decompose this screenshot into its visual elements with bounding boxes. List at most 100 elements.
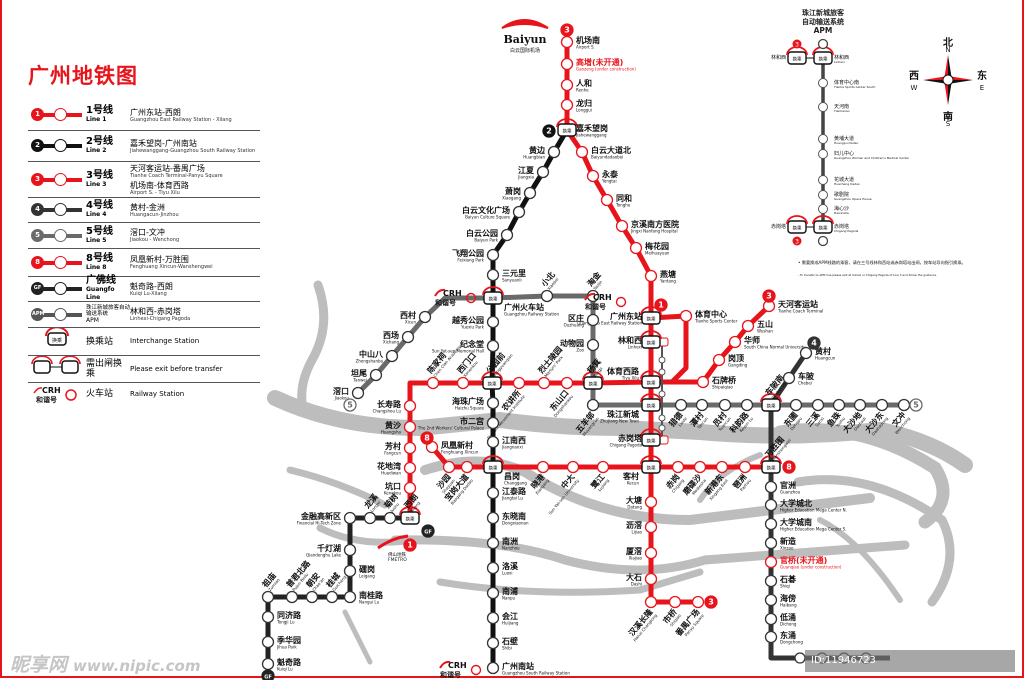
station[interactable]: 高增(未开通)Gaozeng (under construction) (560, 57, 637, 72)
station-name-en: Tanwei (352, 378, 367, 383)
svg-text:1: 1 (658, 301, 664, 310)
apm-station[interactable]: 换乘换乘赤岗塔赤岗塔Chigang Pagoda3 (771, 215, 859, 247)
river (436, 568, 704, 596)
apm-station[interactable]: 换乘换乘林和西林和西Linhexi3 (771, 38, 849, 65)
station[interactable]: 换乘嘉禾望岗Jiahewanggang (556, 118, 608, 138)
station-name-en: Jiangxia (517, 175, 534, 180)
station-name-en: Yangji (592, 366, 604, 379)
station-marker (261, 610, 275, 624)
station[interactable]: 官桥(未开通)Guanqiao (under construction) (764, 555, 842, 570)
station-name: 江南西 (502, 435, 526, 445)
